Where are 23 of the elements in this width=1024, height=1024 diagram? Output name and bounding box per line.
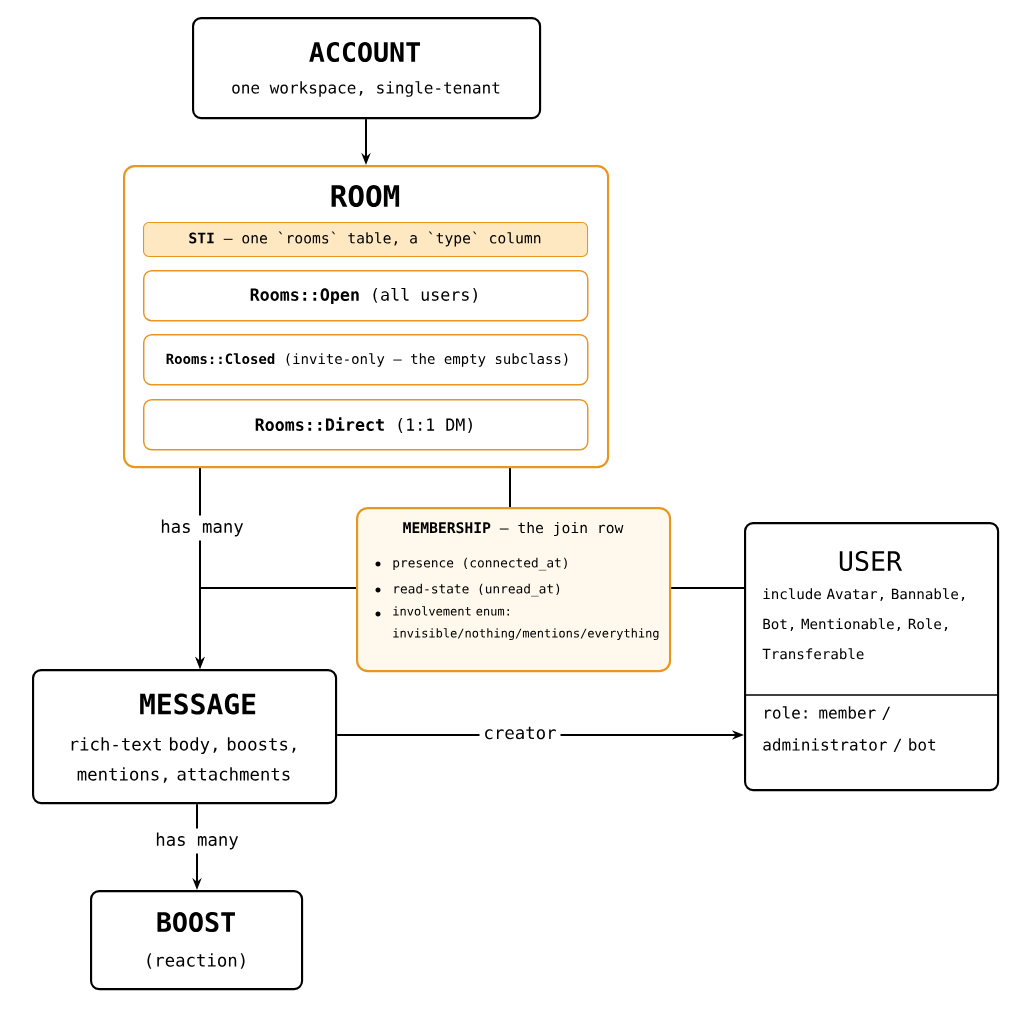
entity-title: ROOM — [331, 184, 400, 208]
attribute-text: rich-text body, boosts, mentions, attachments — [71, 737, 296, 783]
entity-title: ACCOUNT — [309, 41, 420, 63]
edge-label: has many — [156, 515, 248, 541]
bullet-item: read-state (unread_at) — [375, 583, 560, 597]
edge-label: has many — [151, 828, 243, 854]
entity-title: MESSAGE — [140, 693, 256, 715]
entity-title: USER — [839, 550, 903, 572]
entity-note: one workspace, single-tenant — [232, 81, 500, 97]
class-label: Rooms::Direct (1:1 DM) — [255, 417, 472, 433]
class-label: STI — one `rooms` table, a `type` column — [189, 231, 541, 247]
attribute-text: include Avatar, Bannable, Bot, Mentionable, Role, Transferable — [762, 588, 965, 660]
connector — [509, 467, 511, 508]
edge-label: creator — [479, 722, 561, 744]
attribute-text: role: member / administrator / bot — [763, 706, 936, 752]
connector — [670, 587, 745, 589]
class-label: Rooms::Closed (invite-only — the empty subclass) — [166, 353, 568, 367]
bullet-item: involvement enum: invisible/nothing/mentions/everything — [375, 606, 659, 641]
bullet-item: presence (connected_at) — [375, 557, 567, 571]
class-label: Rooms::Open (all users) — [250, 287, 477, 305]
note-heading: MEMBERSHIP — the join row — [403, 521, 624, 537]
entity-note: (reaction) — [147, 953, 245, 969]
entity-title: BOOST — [157, 911, 235, 933]
